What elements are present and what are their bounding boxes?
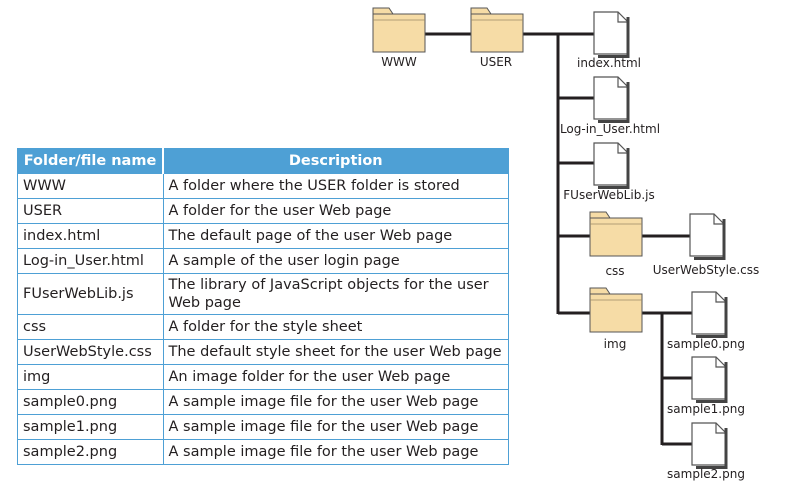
cell-name: UserWebStyle.css bbox=[17, 339, 164, 365]
cell-description: A sample of the user login page bbox=[162, 248, 509, 274]
file-icon bbox=[690, 355, 728, 405]
node-label-login: Log-in_User.html bbox=[560, 122, 660, 136]
node-label-css: css bbox=[605, 264, 624, 278]
node-label-www: WWW bbox=[381, 55, 417, 69]
folder-icon bbox=[589, 211, 643, 257]
file-icon bbox=[592, 141, 630, 191]
file-icon bbox=[690, 290, 728, 340]
table-row: Log-in_User.html A sample of the user lo… bbox=[17, 248, 509, 274]
cell-description: An image folder for the user Web page bbox=[162, 364, 509, 390]
file-icon bbox=[688, 212, 726, 262]
table-row: USER A folder for the user Web page bbox=[17, 198, 509, 224]
header-description: Description bbox=[162, 148, 509, 174]
table-row: UserWebStyle.css The default style sheet… bbox=[17, 339, 509, 365]
node-label-sample0: sample0.png bbox=[667, 337, 745, 351]
cell-description: A folder for the user Web page bbox=[162, 198, 509, 224]
folder-icon bbox=[470, 7, 524, 53]
cell-name: sample1.png bbox=[17, 414, 164, 440]
node-label-sample2: sample2.png bbox=[667, 467, 745, 481]
table-row: WWW A folder where the USER folder is st… bbox=[17, 173, 509, 199]
cell-name: sample0.png bbox=[17, 389, 164, 415]
cell-name: USER bbox=[17, 198, 164, 224]
cell-description: A sample image file for the user Web pag… bbox=[162, 414, 509, 440]
cell-name: img bbox=[17, 364, 164, 390]
header-folder-file-name: Folder/file name bbox=[17, 148, 164, 174]
cell-name: WWW bbox=[17, 173, 164, 199]
table-row: FUserWebLib.js The library of JavaScript… bbox=[17, 273, 509, 315]
node-label-user: USER bbox=[480, 55, 512, 69]
cell-description: A folder for the style sheet bbox=[162, 314, 509, 340]
cell-description: The default page of the user Web page bbox=[162, 223, 509, 249]
cell-description: The default style sheet for the user Web… bbox=[162, 339, 509, 365]
cell-description: A folder where the USER folder is stored bbox=[162, 173, 509, 199]
cell-name: sample2.png bbox=[17, 439, 164, 465]
node-label-index: index.html bbox=[577, 56, 641, 70]
cell-description: A sample image file for the user Web pag… bbox=[162, 389, 509, 415]
node-label-img: img bbox=[604, 337, 627, 351]
table-row: sample1.png A sample image file for the … bbox=[17, 414, 509, 440]
table-row: index.html The default page of the user … bbox=[17, 223, 509, 249]
node-label-style: UserWebStyle.css bbox=[653, 263, 760, 277]
cell-description: A sample image file for the user Web pag… bbox=[162, 439, 509, 465]
folder-icon bbox=[589, 287, 643, 333]
cell-description: The library of JavaScript objects for th… bbox=[162, 273, 509, 315]
file-icon bbox=[592, 10, 630, 60]
cell-name: Log-in_User.html bbox=[17, 248, 164, 274]
cell-name: index.html bbox=[17, 223, 164, 249]
node-label-lib: FUserWebLib.js bbox=[563, 188, 654, 202]
folder-icon bbox=[372, 7, 426, 53]
tree-connectors bbox=[425, 32, 692, 446]
node-label-sample1: sample1.png bbox=[667, 402, 745, 416]
table-row: css A folder for the style sheet bbox=[17, 314, 509, 340]
table-row: sample2.png A sample image file for the … bbox=[17, 439, 509, 465]
table-row: sample0.png A sample image file for the … bbox=[17, 389, 509, 415]
cell-name: FUserWebLib.js bbox=[17, 273, 164, 315]
file-icon bbox=[592, 75, 630, 125]
file-icon bbox=[690, 421, 728, 471]
table-row: img An image folder for the user Web pag… bbox=[17, 364, 509, 390]
file-description-table: Folder/file name Description WWW A folde… bbox=[17, 148, 509, 465]
cell-name: css bbox=[17, 314, 164, 340]
table-header-row: Folder/file name Description bbox=[17, 148, 509, 174]
